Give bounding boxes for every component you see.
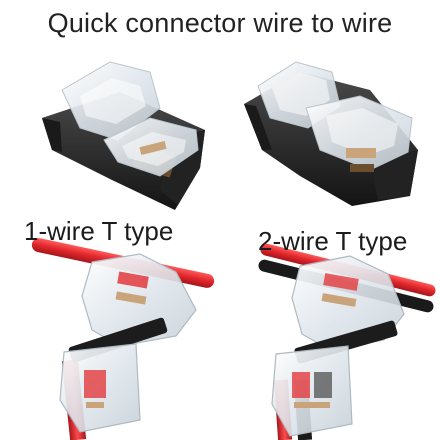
page-title: Quick connector wire to wire xyxy=(47,8,393,38)
connector-photo-1-wire xyxy=(31,238,215,440)
connector-photo-top-right xyxy=(244,61,418,206)
connector-photo-top-left xyxy=(42,61,205,210)
label-2-wire-t-type: 2-wire T type xyxy=(258,226,408,256)
label-1-wire-t-type: 1-wire T type xyxy=(24,216,174,246)
connector-photo-2-wire xyxy=(258,243,436,440)
